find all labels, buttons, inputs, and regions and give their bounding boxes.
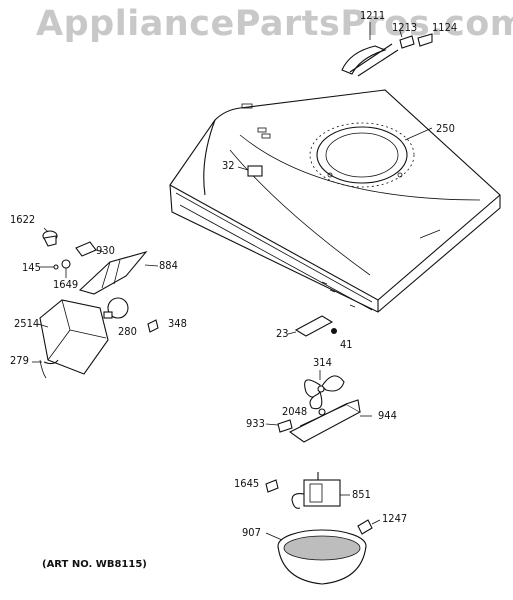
filter-trim-23[interactable] [294, 315, 334, 337]
fan-blade-314[interactable] [304, 375, 345, 410]
label-314: 314 [313, 356, 332, 369]
label-1213: 1213 [392, 21, 418, 34]
label-1645: 1645 [234, 477, 260, 490]
label-907: 907 [242, 526, 261, 539]
label-145: 145 [22, 261, 41, 274]
nut-1649[interactable] [61, 259, 71, 269]
label-1124: 1124 [432, 21, 458, 34]
label-2514: 2514 [14, 317, 40, 330]
light-socket-279[interactable] [43, 359, 59, 365]
light-bulb-280[interactable] [103, 297, 129, 319]
motor-bracket-944[interactable] [288, 399, 362, 443]
switch-cover-884[interactable] [78, 250, 148, 295]
switch-knob[interactable] [42, 230, 58, 247]
label-933: 933 [246, 417, 265, 430]
light-lens-907[interactable] [277, 529, 367, 585]
label-23: 23 [276, 327, 289, 340]
damper-assembly[interactable] [341, 33, 433, 77]
bracket-933[interactable] [277, 419, 293, 433]
range-hood-body[interactable] [169, 89, 501, 313]
clip-348[interactable] [147, 319, 159, 333]
art-number-caption: (ART NO. WB8115) [42, 559, 147, 570]
label-279: 279 [10, 354, 29, 367]
fan-motor-851[interactable] [291, 472, 341, 509]
nut-41[interactable] [331, 328, 337, 334]
label-348: 348 [168, 317, 187, 330]
screw-145[interactable] [53, 264, 59, 270]
label-250: 250 [436, 122, 455, 135]
switch-930[interactable] [75, 241, 105, 257]
label-2048: 2048 [282, 405, 308, 418]
label-32: 32 [222, 159, 235, 172]
label-851: 851 [352, 488, 371, 501]
label-944: 944 [378, 409, 397, 422]
label-280: 280 [118, 325, 137, 338]
label-1622: 1622 [10, 213, 36, 226]
label-1649: 1649 [53, 278, 79, 291]
clip-1247[interactable] [357, 519, 373, 535]
plug-1645[interactable] [265, 479, 279, 493]
label-41: 41 [340, 338, 353, 351]
clip-2048[interactable] [318, 408, 326, 416]
label-1247: 1247 [382, 512, 408, 525]
label-930: 930 [96, 244, 115, 257]
light-housing-2514[interactable] [39, 299, 109, 379]
bracket-32[interactable] [247, 165, 263, 177]
label-884: 884 [159, 259, 178, 272]
watermark-logo: AppliancePartsPros.com [36, 4, 513, 44]
label-1211: 1211 [360, 9, 386, 22]
